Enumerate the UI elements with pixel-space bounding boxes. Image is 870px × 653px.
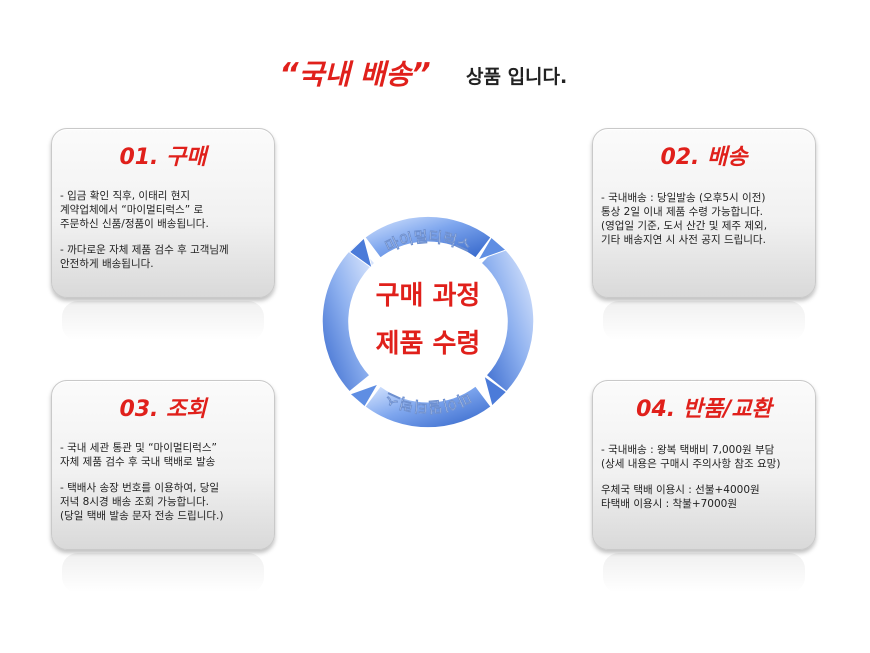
- card-reflection: [603, 553, 805, 593]
- header-rest-text: 상품 입니다.: [466, 66, 568, 88]
- step-card-shipping: 02. 배송 - 국내배송 : 당일발송 (오후5시 이전) 통상 2일 이내 …: [592, 128, 816, 341]
- card-paragraph: - 까다로운 자체 제품 검수 후 고객님께 안전하게 배송됩니다.: [60, 244, 229, 270]
- card-reflection: [603, 301, 805, 341]
- step-card-purchase: 01. 구매 - 입금 확인 직후, 이태리 현지 계약업체에서 “마이멀티럭스…: [51, 128, 275, 341]
- card-paragraph: - 국내배송 : 당일발송 (오후5시 이전) 통상 2일 이내 제품 수령 가…: [601, 192, 768, 246]
- card-paragraph: - 국내배송 : 왕복 택배비 7,000원 부담 (상세 내용은 구매시 주의…: [601, 444, 781, 470]
- card-body: - 입금 확인 직후, 이태리 현지 계약업체에서 “마이멀티럭스” 로 주문하…: [60, 189, 268, 283]
- card-paragraph: - 택배사 송장 번호를 이용하여, 당일 저녁 8시경 배송 조회 가능합니다…: [60, 482, 224, 522]
- card-body: - 국내배송 : 당일발송 (오후5시 이전) 통상 2일 이내 제품 수령 가…: [601, 191, 809, 259]
- ring-arrow-tip: [476, 236, 507, 261]
- step-card-return-exchange: 04. 반품/교환 - 국내배송 : 왕복 택배비 7,000원 부담 (상세 …: [592, 380, 816, 593]
- center-line-1: 구매 과정: [375, 281, 481, 311]
- ring-segment-left: [321, 242, 377, 394]
- ring-segment-bottom: [363, 384, 493, 429]
- card-paragraph: - 입금 확인 직후, 이태리 현지 계약업체에서 “마이멀티럭스” 로 주문하…: [60, 190, 209, 230]
- center-line-2: 제품 수령: [375, 329, 481, 359]
- ring-arrow-tip: [483, 374, 508, 407]
- card-title: 03. 조회: [119, 397, 207, 422]
- header-highlight-text: 국내 배송: [298, 58, 412, 91]
- ring-segment-top: [363, 215, 493, 260]
- card-body: - 국내 세관 통관 및 “마이멀티럭스” 자체 제품 검수 후 국내 택배로 …: [60, 441, 268, 535]
- card-title: 02. 배송: [660, 145, 748, 170]
- header-highlight: “국내 배송”: [250, 52, 460, 98]
- card-reflection: [62, 301, 264, 341]
- cycle-ring: 마이멀티럭스 마이멀티럭스: [321, 215, 535, 429]
- open-quote: “: [279, 57, 299, 92]
- cycle-center-text: 구매 과정 제품 수령: [296, 272, 560, 368]
- card-paragraph: 우체국 택배 이용시 : 선불+4000원 타택배 이용시 : 착불+7000원: [601, 484, 760, 510]
- ring-arrow-tip: [348, 237, 373, 270]
- close-quote: ”: [411, 57, 431, 92]
- card-reflection: [62, 553, 264, 593]
- card-paragraph: - 국내 세관 통관 및 “마이멀티럭스” 자체 제품 검수 후 국내 택배로 …: [60, 442, 217, 468]
- page-header: “국내 배송” 상품 입니다.: [0, 52, 870, 102]
- card-title: 04. 반품/교환: [636, 397, 772, 422]
- card-title: 01. 구매: [119, 145, 207, 170]
- card-body: - 국내배송 : 왕복 택배비 7,000원 부담 (상세 내용은 구매시 주의…: [601, 443, 809, 523]
- ring-arrow-tip: [349, 383, 380, 408]
- step-card-tracking: 03. 조회 - 국내 세관 통관 및 “마이멀티럭스” 자체 제품 검수 후 …: [51, 380, 275, 593]
